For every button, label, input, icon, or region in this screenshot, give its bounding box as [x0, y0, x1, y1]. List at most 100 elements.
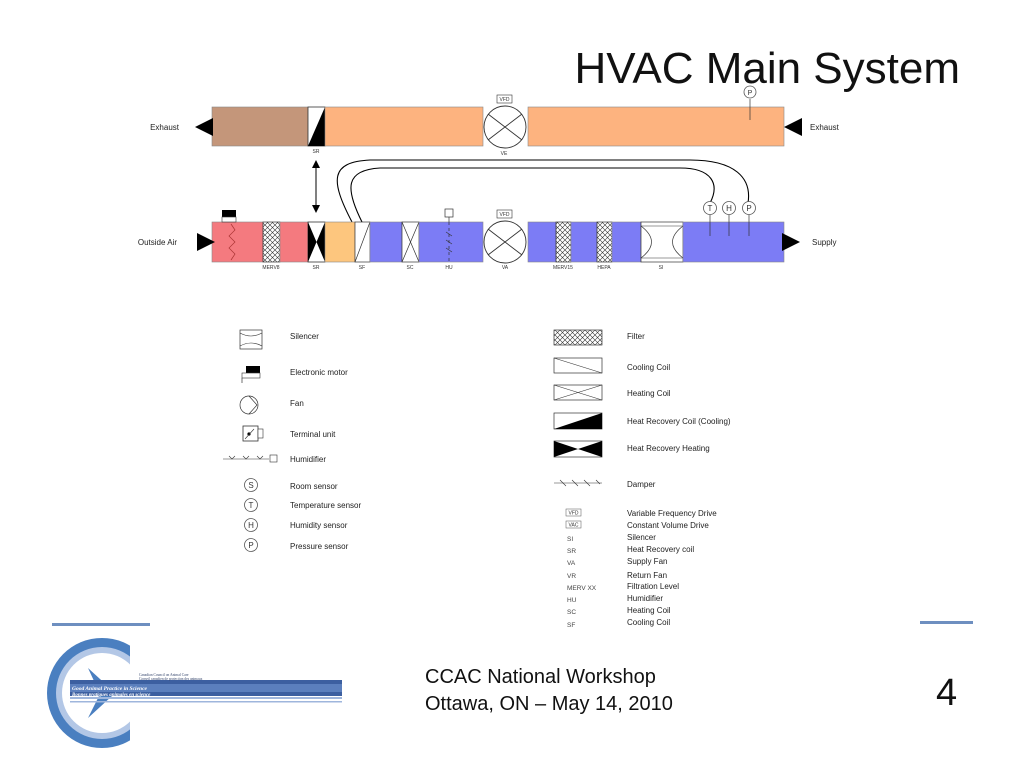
merv15-label: MERV15: [553, 265, 573, 271]
vac-abbr-box: [565, 520, 582, 529]
motor-bottom-icon: [222, 210, 236, 217]
vfd-bottom-label: VFD: [500, 212, 510, 218]
legend-temperature-sensor-label: Temperature sensor: [290, 501, 361, 510]
hepa-filter-icon: [596, 221, 613, 263]
abbr-vr: VR: [567, 573, 576, 580]
footer-line1: CCAC National Workshop: [425, 666, 656, 688]
supply-fan-icon: [483, 220, 527, 264]
supply-duct: VFD T H P Outside Air Supply: [138, 201, 836, 271]
terminal-unit-icon: [242, 425, 264, 442]
merv8-filter-icon: [262, 221, 281, 263]
humidifier-bottom-icon: [444, 208, 454, 218]
abbr-sr-meaning: Heat Recovery coil: [627, 545, 694, 554]
logo-small-line2: Conseil canadien de protection des anima…: [139, 677, 203, 681]
p-sensor-label: P: [746, 204, 751, 213]
heating-coil-icon: [553, 384, 603, 401]
abbr-sc-meaning: Heating Coil: [627, 606, 671, 615]
supply-blue-section-6: [682, 221, 785, 263]
supply-red-section-2: [279, 221, 309, 263]
h-sensor-label: H: [726, 204, 732, 213]
supply-blue-section-1: [369, 221, 403, 263]
pressure-sensor-top-label: P: [748, 90, 753, 97]
sr-top-label: SR: [313, 149, 320, 155]
supply-blue-section-2: [418, 221, 484, 263]
heat-recovery-cooling-icon: [553, 412, 603, 430]
abbr-si-meaning: Silencer: [627, 533, 656, 542]
hu-label: HU: [445, 265, 453, 271]
silencer-icon: [239, 329, 263, 350]
abbr-merv-meaning: Filtration Level: [627, 582, 679, 591]
fan-icon: [239, 395, 259, 415]
silencer-bottom-icon: [640, 221, 684, 263]
vfd-bottom-box: [496, 209, 513, 219]
ccac-logo: Canadian Council on Animal Care Conseil …: [47, 638, 342, 748]
footer-left-rule: [52, 623, 150, 626]
exhaust-right-label: Exhaust: [810, 123, 840, 132]
logo-line2: Bonnes pratiques animales en science: [71, 693, 151, 698]
abbr-si: SI: [567, 536, 573, 543]
abbr-vr-meaning: Return Fan: [627, 571, 667, 580]
vfd-top-label: VFD: [500, 97, 510, 103]
footer-line2: Ottawa, ON – May 14, 2010: [425, 693, 673, 715]
footer-right-rule: [920, 621, 973, 624]
abbr-sr: SR: [567, 548, 576, 555]
legend-humidifier-label: Humidifier: [290, 455, 326, 464]
motor-icon: [241, 366, 261, 383]
sr-bottom-label: SR: [313, 265, 320, 271]
damper-icon: [554, 479, 602, 487]
room-sensor-icon: [244, 478, 258, 492]
humidity-sensor-icon: [244, 518, 258, 532]
filter-icon: [553, 329, 603, 346]
exhaust-fan-icon: [483, 105, 527, 149]
sensor-wires: [336, 159, 750, 223]
legend-heat-recovery-heating-label: Heat Recovery Heating: [627, 444, 710, 453]
heat-recovery-link: [312, 160, 320, 213]
footer-text: CCAC National Workshop Ottawa, ON – May …: [425, 664, 673, 718]
abbr-hu: HU: [567, 597, 577, 604]
abbr-merv: MERV XX: [567, 585, 597, 592]
vfd-abbr-box: [565, 508, 582, 517]
exhaust-left-label: Exhaust: [150, 123, 180, 132]
page-title: HVAC Main System: [574, 44, 961, 93]
pressure-sensor-top-icon: [743, 85, 757, 99]
si-label: SI: [659, 265, 664, 271]
pressure-sensor-supply-icon: [742, 201, 756, 215]
abbr-vac: VAC: [569, 523, 579, 529]
exhaust-duct-orange-section-right: [527, 106, 785, 147]
abbr-sc: SC: [567, 609, 576, 616]
abbr-vfd: VFD: [569, 511, 579, 517]
temperature-sensor-supply-icon: [703, 201, 717, 215]
humidifier-icon: [223, 454, 278, 463]
supply-blue-section-3: [527, 221, 557, 263]
supply-red-section: [211, 221, 264, 263]
legend-right: Filter Cooling Coil Heating Coil Heat Re…: [553, 329, 731, 489]
legend-room-sensor-label: Room sensor: [290, 482, 338, 491]
temperature-sensor-icon: [244, 498, 258, 512]
pressure-sensor-symbol: P: [248, 541, 253, 550]
t-sensor-label: T: [708, 204, 713, 213]
page-number: 4: [936, 672, 958, 714]
legend-damper-label: Damper: [627, 480, 656, 489]
logo-small-line1: Canadian Council on Animal Care: [139, 673, 189, 677]
sc-label: SC: [407, 265, 414, 271]
abbr-hu-meaning: Humidifier: [627, 594, 663, 603]
supply-label: Supply: [812, 238, 836, 247]
abbr-vac-meaning: Constant Volume Drive: [627, 521, 709, 530]
cooling-coil-icon: [553, 357, 603, 374]
legend-filter-label: Filter: [627, 332, 645, 341]
outside-air-label: Outside Air: [138, 238, 177, 247]
heat-recovery-heating-icon: [553, 440, 603, 458]
legend-silencer-label: Silencer: [290, 332, 319, 341]
humidity-sensor-supply-icon: [722, 201, 736, 215]
sf-label: SF: [359, 265, 365, 271]
exhaust-duct-orange-section: [324, 106, 484, 147]
abbreviation-list: VFD Variable Frequency Drive VAC Constan…: [565, 508, 717, 629]
legend-left: Silencer Electronic motor Fan Terminal u…: [223, 329, 361, 552]
merv8-label: MERV8: [262, 265, 279, 271]
legend-fan-label: Fan: [290, 399, 304, 408]
exhaust-duct: VFD VE SR P Exhaust Exhaust: [150, 85, 840, 157]
abbr-va-meaning: Supply Fan: [627, 557, 667, 566]
legend-motor-label: Electronic motor: [290, 368, 348, 377]
abbr-sf-meaning: Cooling Coil: [627, 618, 670, 627]
